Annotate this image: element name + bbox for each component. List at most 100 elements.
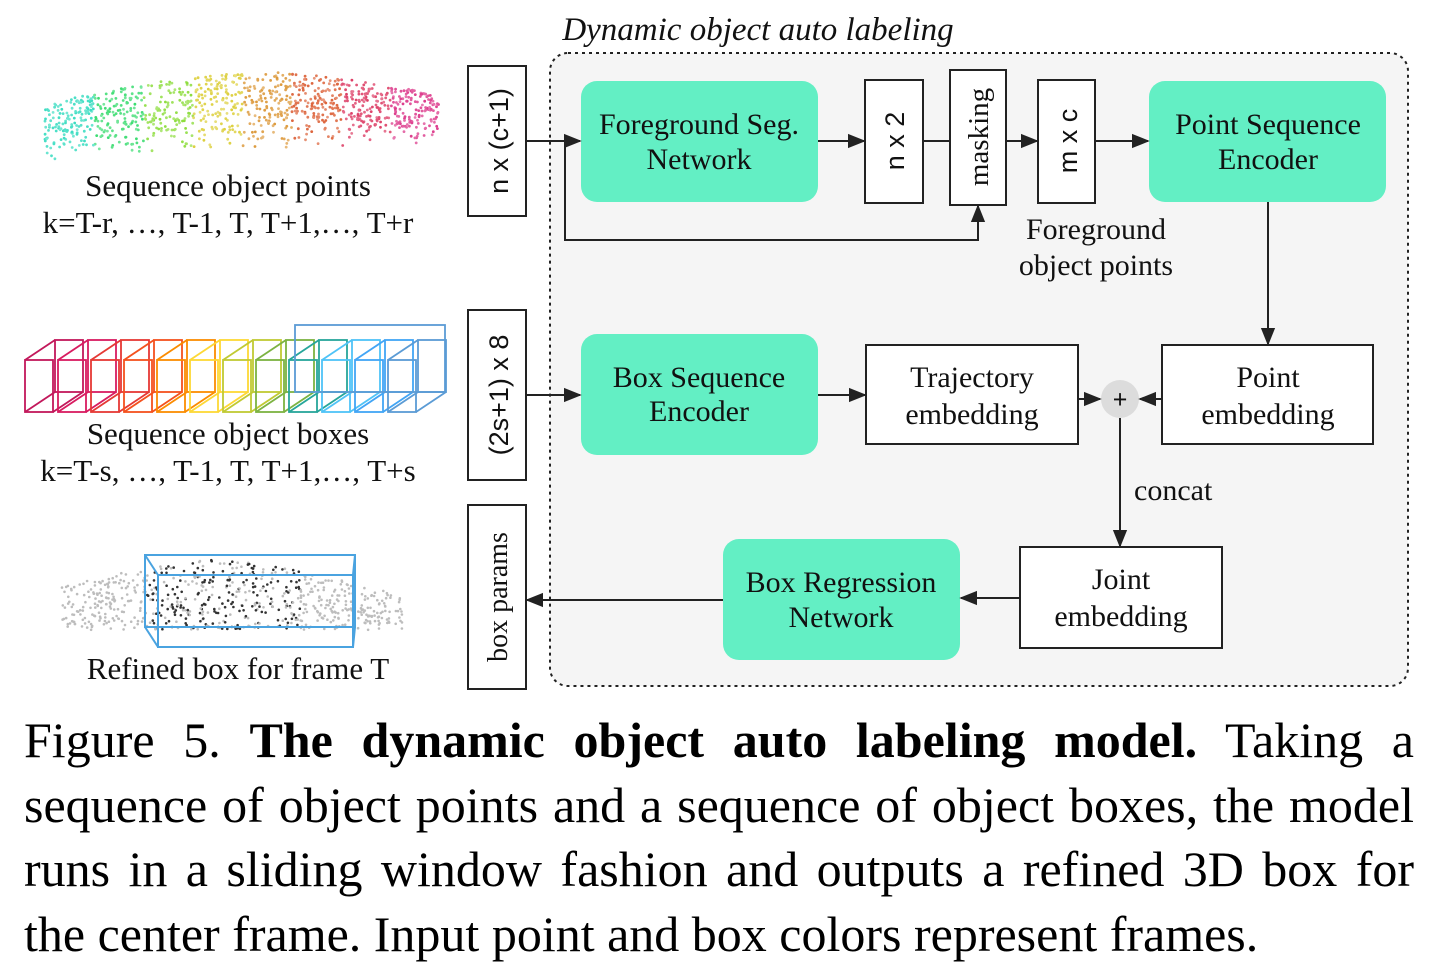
point-dot	[360, 92, 364, 96]
point-dot	[223, 621, 227, 624]
point-dot	[139, 606, 142, 610]
point-dot	[198, 611, 202, 615]
point-dot	[413, 100, 417, 103]
point-dot	[306, 115, 310, 119]
point-dot	[108, 126, 112, 130]
point-dot	[112, 113, 116, 117]
point-dot	[382, 100, 386, 104]
point-dot	[230, 124, 234, 128]
point-dot	[303, 112, 307, 115]
point-dot	[201, 610, 205, 613]
point-dot	[388, 610, 391, 614]
point-dot	[66, 602, 70, 605]
point-dot	[372, 594, 376, 598]
point-dot	[422, 134, 426, 137]
point-dot	[238, 627, 242, 631]
point-dot	[362, 100, 366, 103]
point-dot	[384, 596, 388, 600]
point-dot	[136, 573, 140, 576]
point-dot	[270, 577, 274, 581]
point-dot	[276, 112, 280, 116]
point-dot	[344, 117, 348, 121]
point-dot	[325, 603, 328, 607]
point-dot	[285, 142, 289, 145]
point-dot	[423, 99, 427, 103]
point-dot	[144, 118, 148, 121]
point-dot	[291, 72, 294, 76]
point-dot	[269, 597, 273, 601]
point-dot	[316, 619, 319, 622]
point-dot	[324, 579, 327, 582]
point-dot	[254, 609, 258, 612]
point-dot	[368, 138, 372, 142]
point-dot	[295, 106, 298, 110]
point-dot	[346, 99, 349, 103]
point-dot	[292, 613, 296, 616]
point-dot	[349, 600, 353, 603]
trajectory-box	[354, 339, 414, 413]
point-dot	[276, 579, 280, 583]
bse-line2: Encoder	[649, 395, 749, 428]
point-dot	[225, 101, 229, 105]
point-dot	[336, 594, 339, 597]
point-dot	[262, 606, 265, 609]
point-dot	[179, 604, 183, 607]
point-dot	[235, 566, 238, 570]
point-dot	[272, 130, 275, 134]
point-dot	[197, 83, 201, 87]
point-dot	[370, 119, 374, 123]
point-dot	[335, 103, 339, 107]
point-dot	[193, 77, 197, 81]
point-dot	[73, 96, 77, 100]
point-dot	[92, 143, 95, 147]
point-dot	[309, 590, 312, 594]
point-dot	[105, 621, 108, 625]
point-dot	[70, 113, 73, 117]
point-dot	[371, 105, 374, 109]
point-dot	[332, 590, 336, 593]
point-dot	[89, 588, 93, 591]
point-dot	[228, 141, 232, 145]
trajectory-embedding: Trajectory embedding	[865, 344, 1079, 445]
mxc-box: m x c	[1037, 79, 1096, 204]
point-dot	[380, 97, 383, 101]
point-dot	[408, 124, 411, 128]
point-dot	[427, 98, 430, 101]
point-dot	[424, 106, 427, 109]
point-dot	[258, 622, 261, 625]
point-dot	[191, 580, 194, 583]
point-dot	[264, 118, 268, 122]
point-dot	[114, 112, 118, 115]
point-dot	[100, 606, 103, 610]
point-dot	[210, 83, 213, 86]
point-dot	[118, 108, 122, 112]
point-dot	[304, 92, 307, 95]
point-dot	[240, 565, 243, 568]
point-dot	[48, 113, 51, 117]
point-dot	[384, 605, 387, 608]
point-dot	[247, 562, 251, 566]
point-dot	[378, 107, 382, 110]
point-dot	[297, 93, 301, 97]
point-dot	[63, 129, 67, 133]
point-dot	[225, 73, 228, 76]
point-dot	[120, 586, 124, 590]
point-dot	[402, 89, 406, 93]
point-dot	[44, 125, 48, 129]
point-dot	[114, 134, 118, 137]
point-dot	[357, 610, 360, 613]
point-dot	[172, 117, 176, 121]
point-dot	[61, 618, 64, 621]
point-dot	[207, 113, 210, 116]
point-dot	[179, 606, 182, 609]
point-dot	[351, 123, 355, 127]
point-dot	[178, 121, 181, 125]
point-dot	[210, 593, 214, 597]
point-dot	[256, 137, 260, 141]
point-dot	[230, 99, 234, 103]
point-dot	[219, 84, 223, 88]
point-dot	[329, 101, 333, 105]
point-dot	[306, 593, 310, 596]
point-dot	[409, 96, 413, 100]
point-dot	[267, 120, 270, 124]
